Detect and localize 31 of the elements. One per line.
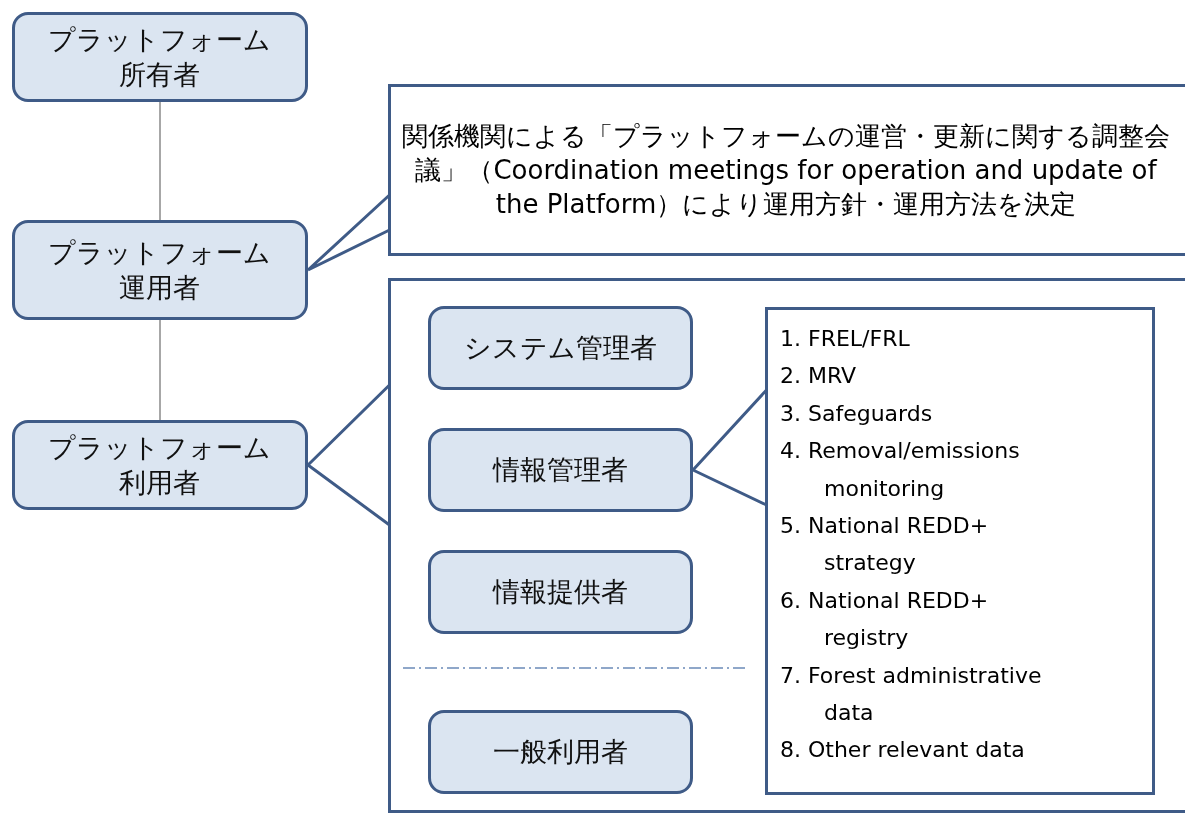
role-label: 一般利用者 (493, 735, 628, 770)
role-box (428, 428, 693, 512)
role-label: 情報提供者 (493, 575, 628, 610)
callout-pointer (691, 388, 768, 507)
callout-pointer (306, 383, 391, 527)
list-item: 6. National REDD+ registry (780, 586, 990, 653)
list-item: 8. Other relevant data (780, 736, 1026, 765)
role-box (428, 710, 693, 794)
list-box (765, 307, 1155, 795)
callout-pointer (306, 193, 391, 272)
role-label: プラットフォーム運用者 (47, 235, 273, 305)
list-item: 4. Removal/emissions monitoring (780, 437, 1021, 503)
list-item: 1. FREL/FRL (780, 325, 911, 353)
role-box (12, 220, 308, 320)
role-box (428, 306, 693, 390)
role-box (12, 12, 308, 102)
panel-box (388, 278, 1185, 813)
role-box (12, 420, 308, 510)
connector-line (159, 101, 161, 221)
role-label: プラットフォーム利用者 (47, 430, 273, 500)
list-item: 5. National REDD+ strategy (780, 511, 990, 578)
role-box (428, 550, 693, 634)
note-text: 関係機関による「プラットフォームの運営・更新に関する調整会議」（Coordination meetings for operation and update of the Platform）により運用方針・運用方法を決定 (401, 119, 1171, 222)
role-label: 情報管理者 (493, 453, 628, 488)
callout-box (388, 84, 1185, 256)
list-item: 2. MRV (780, 362, 858, 391)
list-item: 3. Safeguards (780, 399, 934, 428)
list-item: 7. Forest administrative data (780, 661, 1043, 727)
connector-line (159, 319, 161, 421)
role-label: システム管理者 (464, 331, 657, 366)
role-label: プラットフォーム所有者 (47, 22, 273, 92)
